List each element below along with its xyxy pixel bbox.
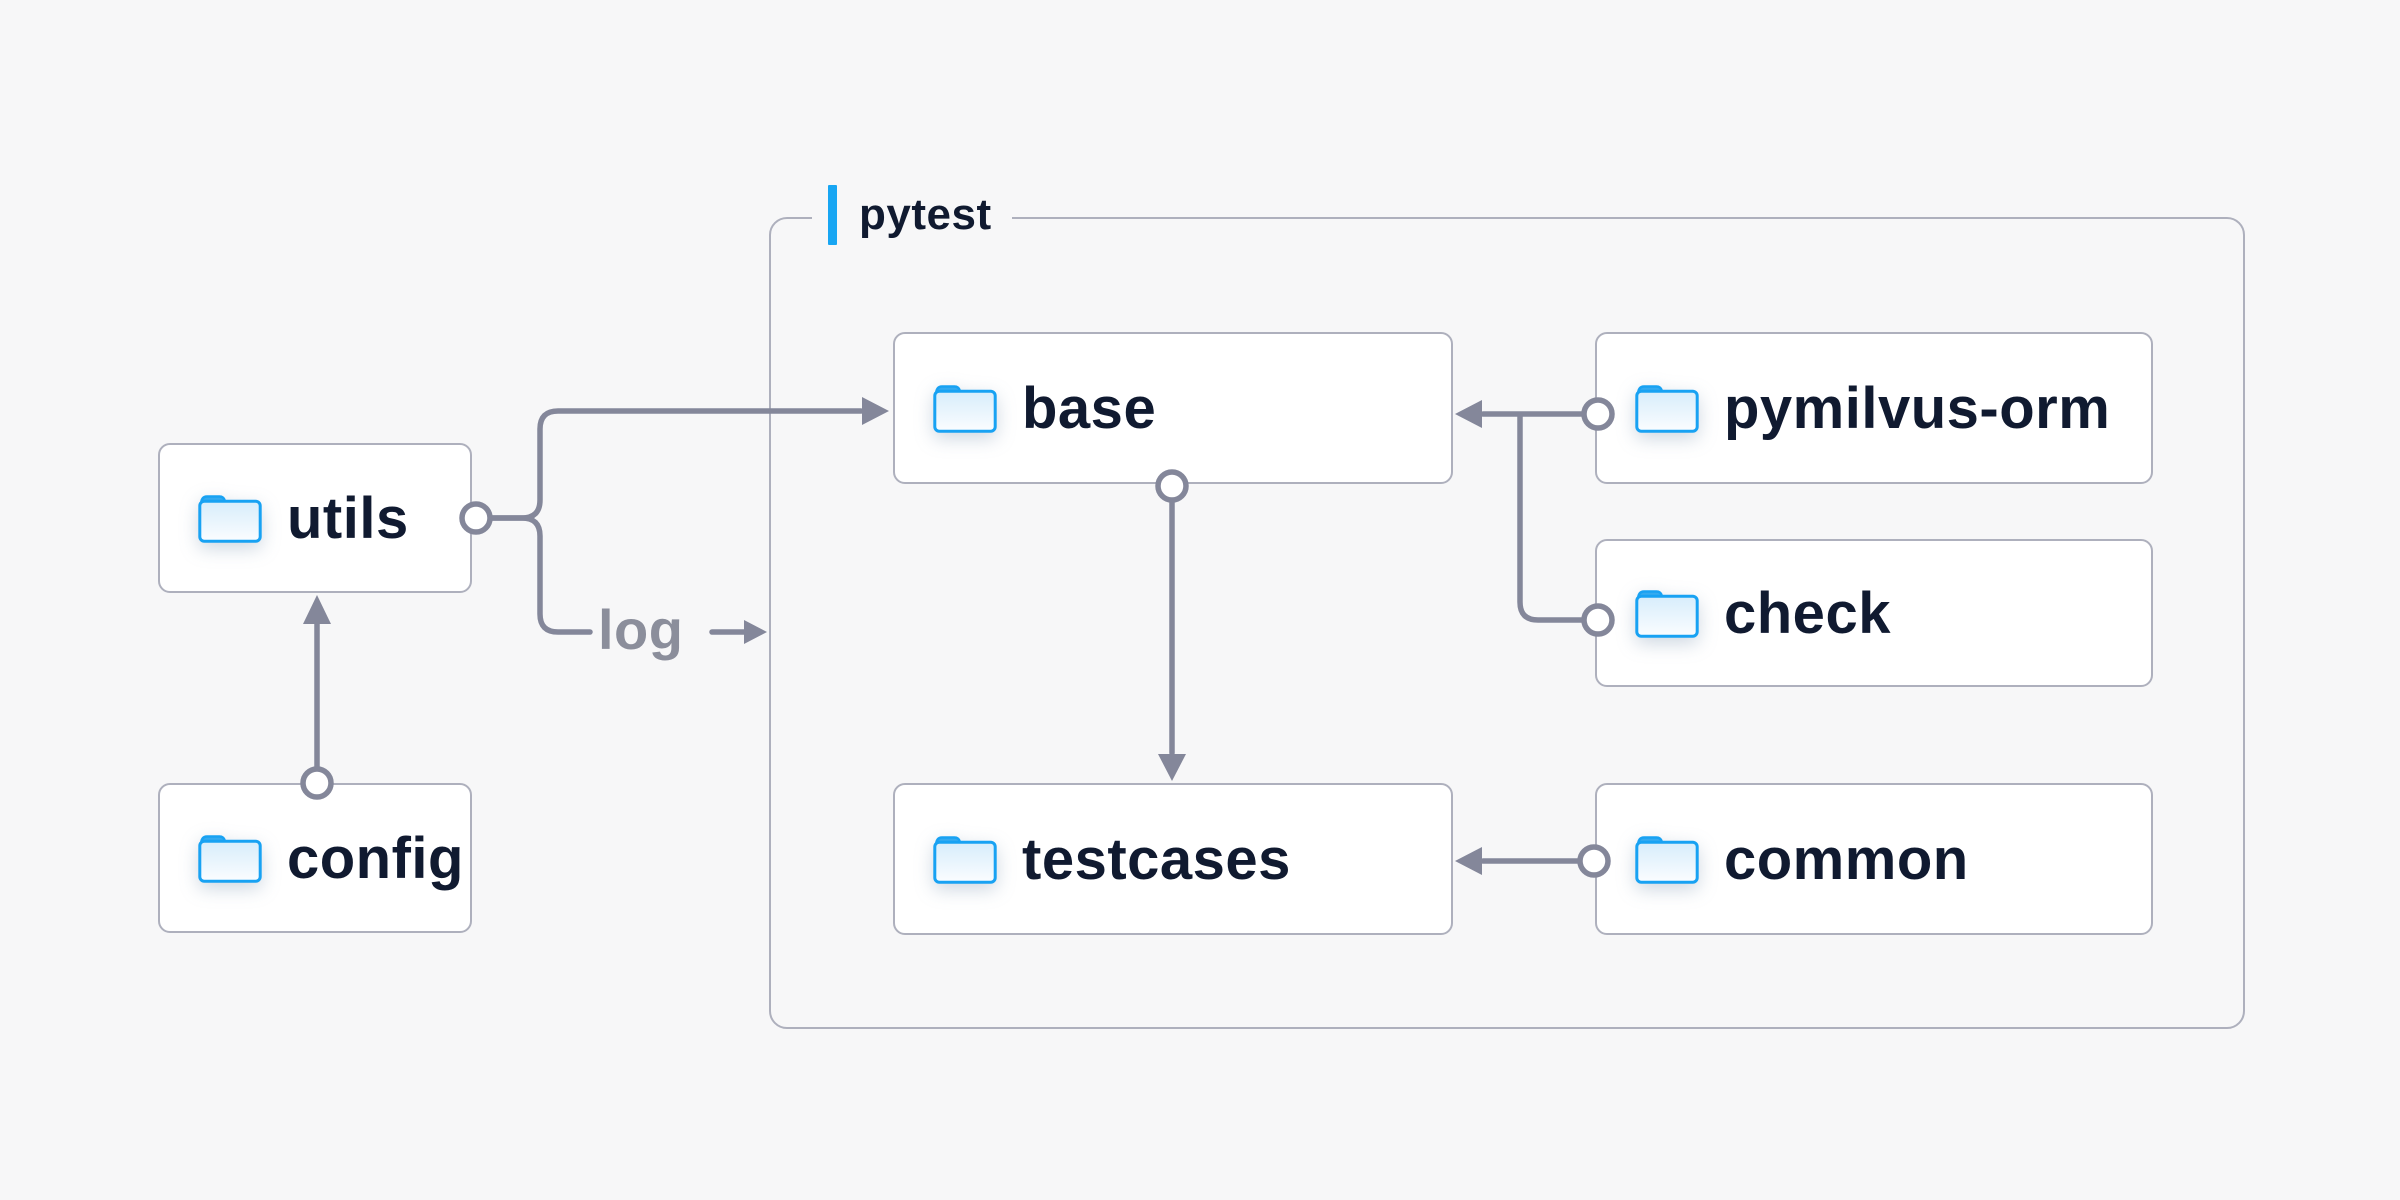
node-base-label: base	[1022, 375, 1157, 441]
node-config-label: config	[287, 825, 464, 891]
pytest-group-title: pytest	[859, 190, 992, 239]
node-base: base	[893, 332, 1453, 484]
node-check-label: check	[1724, 580, 1891, 646]
node-common: common	[1595, 783, 2153, 935]
folder-icon	[1635, 834, 1699, 884]
node-check: check	[1595, 539, 2153, 687]
edge-label-log: log	[598, 597, 684, 661]
node-testcases: testcases	[893, 783, 1453, 935]
node-config: config	[158, 783, 472, 933]
arrowhead-right	[744, 620, 767, 644]
arrowhead-up	[303, 595, 331, 624]
node-testcases-label: testcases	[1022, 826, 1291, 892]
pytest-group-frame	[769, 217, 2245, 1029]
folder-icon	[198, 833, 262, 883]
folder-icon	[933, 383, 997, 433]
folder-icon	[1635, 383, 1699, 433]
folder-icon	[198, 493, 262, 543]
node-utils-label: utils	[287, 485, 409, 551]
pytest-group-label: pytest	[812, 184, 1012, 246]
node-utils: utils	[158, 443, 472, 593]
folder-icon	[933, 834, 997, 884]
node-pymilvus-orm: pymilvus-orm	[1595, 332, 2153, 484]
node-pymilvus-orm-label: pymilvus-orm	[1724, 375, 2111, 441]
node-common-label: common	[1724, 826, 1969, 892]
edge-config-to-utils	[300, 595, 334, 800]
accent-bar	[828, 185, 837, 245]
folder-icon	[1635, 588, 1699, 638]
